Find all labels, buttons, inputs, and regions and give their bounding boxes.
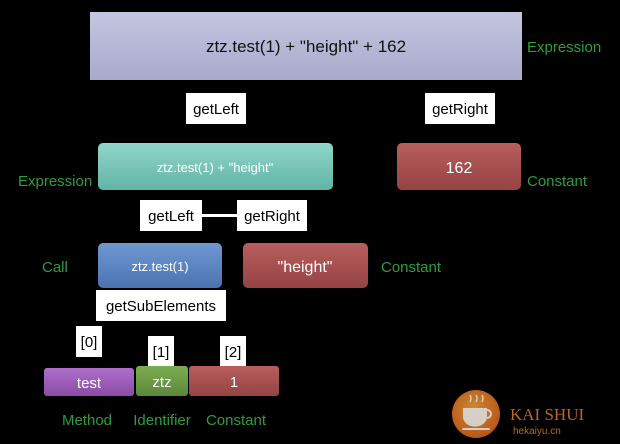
- index-0-label: [0]: [76, 326, 102, 357]
- edge-expr-left-label: getLeft: [148, 208, 195, 225]
- constant-1-node: 1: [189, 366, 279, 396]
- left-expression-node: ztz.test(1) + "height": [98, 143, 333, 190]
- constant-1-text: 1: [230, 374, 238, 391]
- method-node: test: [44, 368, 134, 396]
- constant-162-node: 162: [397, 143, 521, 190]
- root-expression-node: ztz.test(1) + "height" + 162: [90, 12, 522, 80]
- edge-expr-left: getLeft: [140, 200, 202, 231]
- left-expression-text: ztz.test(1) + "height": [157, 160, 274, 175]
- root-expression-text: ztz.test(1) + "height" + 162: [206, 37, 406, 56]
- call-text: ztz.test(1): [131, 259, 188, 274]
- method-type-label: Method: [62, 412, 112, 429]
- method-text: test: [77, 375, 102, 392]
- index-1-label: [1]: [148, 336, 174, 367]
- watermark-site: hekaiyu.cn: [513, 426, 561, 437]
- edge-expr-right: getRight: [237, 200, 307, 231]
- call-type-label: Call: [42, 259, 68, 276]
- edge-root-left: getLeft: [186, 93, 246, 124]
- watermark-brand: KAI SHUI: [510, 405, 584, 424]
- call-node: ztz.test(1): [98, 243, 222, 288]
- edge-call-sub: getSubElements: [96, 290, 226, 321]
- root-type-label: Expression: [527, 39, 601, 56]
- constant-162-type-label: Constant: [527, 173, 588, 190]
- constant-height-type-label: Constant: [381, 259, 442, 276]
- edge-connector: [202, 214, 238, 217]
- edge-call-sub-label: getSubElements: [106, 298, 216, 315]
- constant-height-node: "height": [243, 243, 368, 288]
- edge-root-right-label: getRight: [432, 101, 489, 118]
- edge-root-left-label: getLeft: [193, 101, 240, 118]
- constant-162-text: 162: [446, 160, 473, 177]
- watermark: KAI SHUI hekaiyu.cn: [452, 390, 584, 438]
- index-2-text: [2]: [225, 344, 242, 361]
- edge-root-right: getRight: [425, 93, 495, 124]
- left-expression-type-label: Expression: [18, 173, 92, 190]
- constant-height-text: "height": [278, 259, 333, 276]
- index-1-text: [1]: [153, 344, 170, 361]
- index-2-label: [2]: [220, 336, 246, 367]
- identifier-type-label: Identifier: [133, 412, 191, 429]
- index-0-text: [0]: [81, 334, 98, 351]
- coffee-cup-icon: [452, 390, 500, 438]
- edge-expr-right-label: getRight: [244, 208, 301, 225]
- identifier-text: ztz: [152, 374, 171, 391]
- identifier-node: ztz: [136, 366, 188, 396]
- constant-1-type-label: Constant: [206, 412, 267, 429]
